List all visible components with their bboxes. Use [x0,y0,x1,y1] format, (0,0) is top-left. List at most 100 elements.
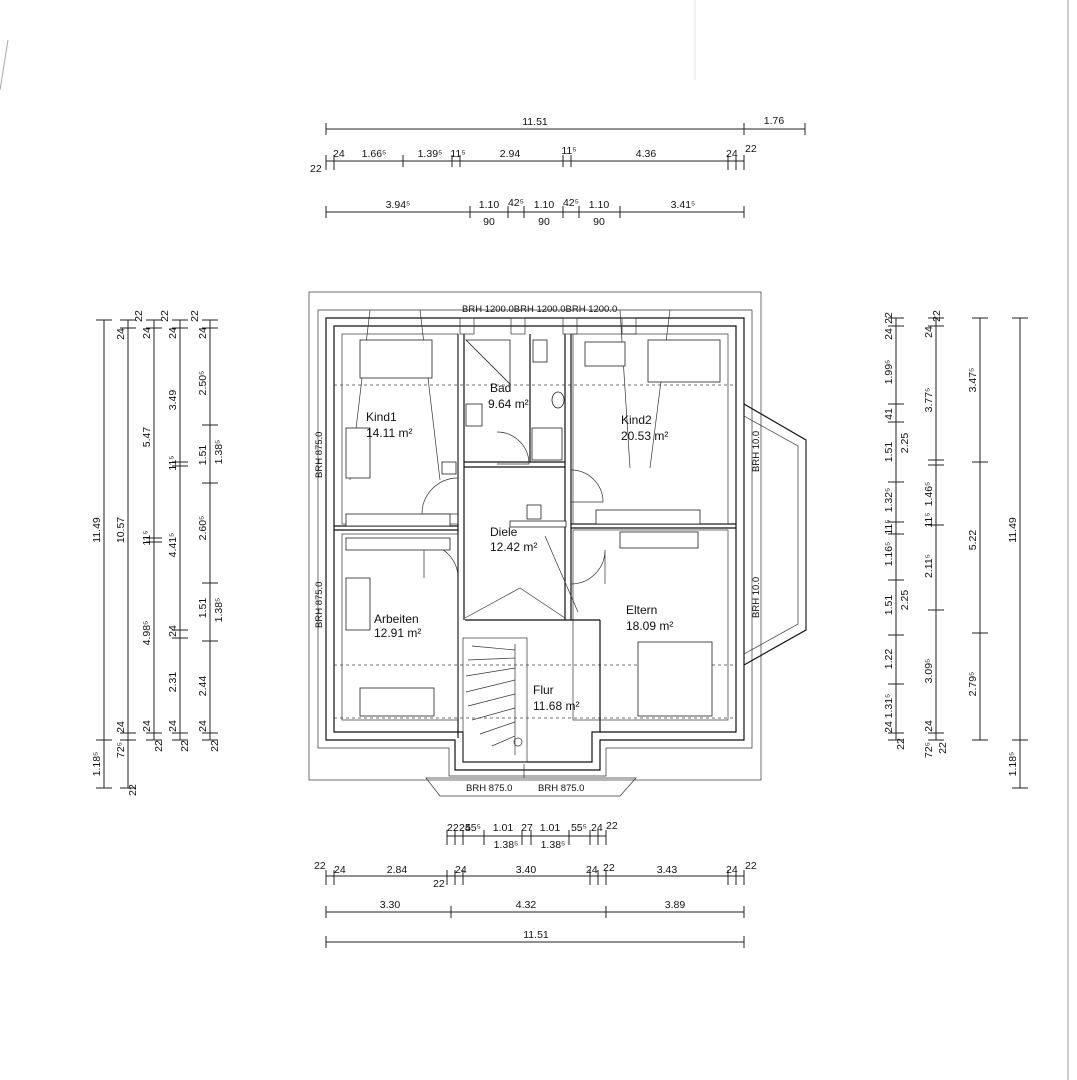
dim-right-c4-1: 5.22 [967,530,979,551]
left-dimension-chains: 11.49 1.18⁵ 24 10.57 24 72⁵ 22 22 24 5.4… [91,310,225,796]
dim-top-sub-1: 90 [538,216,550,228]
dim-bot-sub-1: 1.38⁵ [541,839,566,851]
dim-left-c4-1: 24 [167,327,179,339]
room-name-arbeiten: Arbeiten [374,612,419,626]
dim-top-r2-2: 1.66⁵ [362,148,387,160]
dim-right-c3-4: 1.46⁵ [923,482,935,507]
dim-right-c1-6: 1.16⁵ [883,542,895,567]
dim-right-c1-7: 11⁵ [883,519,895,534]
dim-top-r2-5: 2.94 [500,148,521,160]
dim-right-c3-7: 24 [923,720,935,732]
dim-left-c2-2: 24 [115,721,127,733]
dim-right-c5-0: 11.49 [1007,517,1019,543]
dim-top-sub-2: 90 [593,216,605,228]
dim-left-c5-0: 22 [189,310,201,322]
top-windows [459,317,637,335]
dim-left-c4-0: 22 [159,310,171,322]
dim-right-c1-3: 41 [883,408,895,420]
dim-bot-r3-2: 3.89 [665,899,686,911]
dim-right-c1-5: 1.32⁵ [883,488,895,513]
dim-bot-overall: 11.51 [523,929,549,941]
room-area-eltern: 18.09 m² [626,619,673,633]
dim-bot-r2-5: 3.40 [516,864,537,876]
room-area-arbeiten: 12.91 m² [374,626,421,640]
dim-bot-r2-7: 22 [603,862,615,874]
dim-bot-r2-9: 24 [726,864,738,876]
dim-left-c1-1: 1.18⁵ [91,752,103,777]
dim-top-r2-7: 4.36 [636,148,657,160]
dim-top-r2-3: 1.39⁵ [418,148,443,160]
dim-right-c1-1: 22 [883,312,895,324]
dim-left-c3-6: 22 [153,740,165,752]
room-name-eltern: Eltern [626,603,657,617]
brh-right-lower: BRH 10.0 [751,577,762,618]
dim-top-r2-4: 11⁵ [450,148,465,160]
dim-left-c4-5: 24 [167,625,179,637]
dim-right-c1-12: 22 [895,738,907,750]
outer-wall-inner [333,325,737,763]
dim-left-c4-4: 4.41⁵ [167,533,179,558]
dim-top-r3-1: 1.10 [479,199,500,211]
scan-mark [0,39,9,91]
dim-bot-sub-0: 1.38⁵ [494,839,519,851]
dim-bot-r1-1: 24 [459,822,471,834]
bottom-dimension-chains: 22 24 55⁵ 1.01 27 1.01 55⁵ 24 22 1.38⁵ 1… [314,820,757,948]
dim-right-c3-6: 3.09⁵ [923,659,935,684]
dim-right-c1-2: 1.99⁵ [883,360,895,385]
dim-right-c3-1: 24 [923,326,935,338]
dim-right-c1-8: 1.51 [883,595,895,616]
dim-bot-r3-0: 3.30 [380,899,401,911]
dim-left-c4-3: 11⁵ [167,455,179,470]
dim-right-c1-10: 1.31⁵ [883,694,895,719]
dim-top-r3-2: 42⁵ [508,197,524,209]
dim-bot-r1-3: 1.01 [493,822,514,834]
room-name-flur: Flur [533,683,554,697]
dim-left-c6-1: 1.38⁵ [213,598,225,623]
room-labels: Kind1 14.11 m² Bad 9.64 m² Kind2 20.53 m… [366,381,673,713]
dim-top-r2-8: 24 [726,148,738,160]
bath-fixtures [465,339,565,461]
dim-left-c4-2: 3.49 [167,390,179,411]
dim-left-c4-6: 2.31 [167,672,179,693]
roof-outline [308,291,762,781]
dim-bot-r1-5: 1.01 [540,822,561,834]
room-name-kind2: Kind2 [621,413,652,427]
dim-bot-r2-0: 22 [314,860,326,872]
dim-left-c6-0: 1.38⁵ [213,440,225,465]
dim-left-c2-4: 22 [127,784,139,796]
dim-bot-r1-8: 22 [606,820,618,832]
dim-top-r2-0: 22 [310,163,322,175]
dim-left-c2-3: 72⁵ [115,742,127,758]
dim-top-r2-1: 24 [333,148,345,160]
brh-bottom-right: BRH 875.0 [538,783,584,794]
dim-right-c3-9: 22 [937,742,949,754]
dim-left-c3-1: 24 [141,327,153,339]
dim-top-r3-4: 42⁵ [563,197,579,209]
furniture [345,339,721,717]
staircase [462,637,528,778]
dim-top-overall: 11.51 [522,116,548,128]
dim-right-c1-0: 24 [883,328,895,340]
dim-top-r2-6: 11⁵ [561,145,576,157]
bottom-window-frame [425,777,637,797]
outer-wall [325,317,745,771]
dim-bot-r2-1: 24 [334,864,346,876]
dim-top-r3-6: 3.41⁵ [671,199,696,211]
brh-bottom-left: BRH 875.0 [466,783,512,794]
dim-bot-r2-8: 3.43 [657,864,678,876]
dim-bot-r2-10: 22 [745,860,757,872]
dim-top-sub-0: 90 [483,216,495,228]
dim-left-c3-0: 22 [133,310,145,322]
room-area-kind1: 14.11 m² [366,426,412,440]
top-dimension-chains: 11.51 1.76 22 24 1.66⁵ 1.39⁵ 11⁵ 2.94 11… [310,115,806,228]
dim-left-c3-2: 5.47 [141,427,153,448]
dim-left-c4-7: 24 [167,720,179,732]
dim-right-c1-11: 24 [883,721,895,733]
window-labels: BRH 1200.0BRH 1200.0BRH 1200.0 BRH 875.0… [314,304,762,797]
dim-top-r2-9: 22 [745,143,757,155]
brh-top: BRH 1200.0BRH 1200.0BRH 1200.0 [462,304,617,315]
floor-plan [308,291,807,781]
dim-left-c5-4: 2.60⁵ [197,516,209,541]
room-outline-eltern [572,529,729,721]
